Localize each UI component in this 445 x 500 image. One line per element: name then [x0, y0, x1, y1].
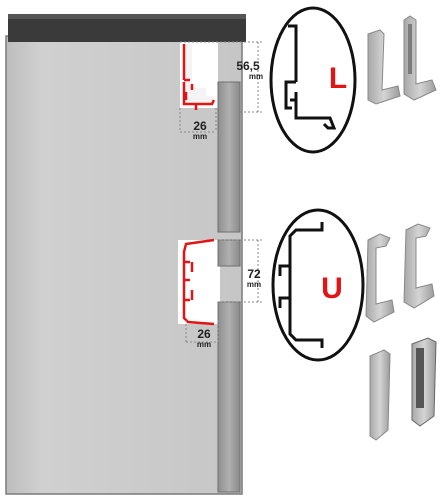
top-height-unit: mm: [249, 72, 263, 81]
l-end-cap-right: [403, 15, 437, 101]
u-profile-red-outline: [182, 238, 215, 326]
l-end-cap-left: [367, 29, 401, 105]
flat-end-cap-right: [411, 337, 437, 427]
top-width-unit: mm: [193, 132, 207, 141]
upper-door-strip: [217, 81, 241, 233]
mid-height-unit: mm: [247, 280, 261, 289]
bottom-width-value: 26: [197, 327, 211, 341]
u-profile-label: U: [321, 272, 343, 305]
u-end-cap-left: [365, 233, 395, 323]
lower-door-strip: [217, 301, 241, 493]
u-profile-icon: [278, 222, 324, 348]
u-end-cap-right: [403, 223, 435, 309]
l-profile-icon: [284, 24, 337, 130]
dimension-guides: [179, 41, 262, 343]
top-width-value: 26: [193, 119, 207, 133]
top-height-value: 56,5: [236, 59, 260, 73]
l-profile-label: L: [329, 62, 347, 95]
l-profile-red-outline: [182, 44, 216, 110]
middle-door-strip: [217, 239, 241, 267]
flat-end-cap-left: [369, 349, 391, 441]
bottom-width-unit: mm: [197, 340, 211, 349]
u-profile-detail: U: [271, 208, 365, 362]
mid-height-value: 72: [247, 267, 261, 281]
l-profile-detail: L: [269, 6, 357, 154]
